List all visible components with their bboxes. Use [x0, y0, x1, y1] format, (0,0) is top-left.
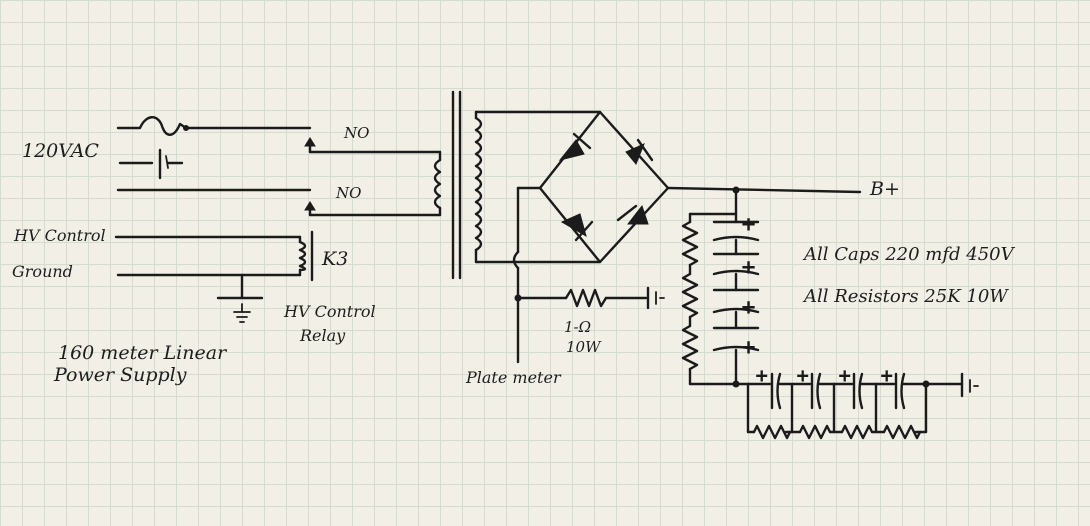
polarity-mark: + — [741, 257, 756, 278]
ground-label: Ground — [12, 262, 73, 281]
ground-terminal-icon — [646, 286, 665, 310]
fuse-icon — [183, 125, 189, 131]
capacitor-chain — [746, 372, 964, 410]
diode-icon — [558, 132, 592, 161]
polarity-mark: + — [838, 366, 851, 385]
resistors-note: All Resistors 25K 10W — [804, 286, 1008, 307]
no-contact-label: NO — [336, 184, 362, 202]
diagram-title: 160 meter Linear — [58, 342, 227, 364]
transformer-secondary — [474, 110, 602, 264]
ac-input-label: 120VAC — [22, 140, 99, 162]
relay-coil — [298, 230, 314, 282]
resistor-stack — [681, 212, 750, 386]
diode-icon — [560, 213, 594, 242]
shunt-value-label: 1-Ω — [564, 318, 592, 336]
bridge-rectifier — [538, 110, 670, 264]
polarity-mark: + — [741, 337, 756, 358]
resistor-chain — [746, 382, 928, 440]
output-label: B+ — [870, 178, 900, 200]
relay-designator: K3 — [322, 248, 349, 270]
transformer-primary — [433, 150, 442, 217]
b-plus-line — [666, 186, 862, 194]
ac-line-fuse — [116, 116, 312, 136]
return-lead — [512, 186, 648, 364]
diagram-subtitle: Power Supply — [54, 364, 187, 386]
hv-control-circuit — [114, 235, 302, 300]
shunt-value-label: 10W — [566, 338, 601, 356]
relay-contact-2 — [304, 201, 442, 217]
polarity-mark: + — [880, 366, 893, 385]
ground-icon — [233, 303, 251, 323]
relay-name-label: HV Control — [284, 302, 376, 321]
polarity-mark: + — [741, 214, 756, 235]
hv-control-label: HV Control — [14, 226, 106, 245]
plate-meter-label: Plate meter — [466, 368, 561, 387]
relay-name-label: Relay — [300, 326, 346, 345]
polarity-mark: + — [741, 297, 756, 318]
ground-terminal-icon — [960, 372, 979, 398]
transformer-core — [451, 90, 462, 280]
relay-contact-1 — [304, 137, 442, 154]
switch-icon — [158, 148, 169, 180]
polarity-mark: + — [796, 366, 809, 385]
capacitor-stack — [712, 188, 760, 388]
no-contact-label: NO — [344, 124, 370, 142]
polarity-mark: + — [755, 366, 768, 385]
diode-icon — [625, 138, 654, 165]
caps-note: All Caps 220 mfd 450V — [804, 244, 1014, 265]
diode-icon — [616, 204, 649, 225]
